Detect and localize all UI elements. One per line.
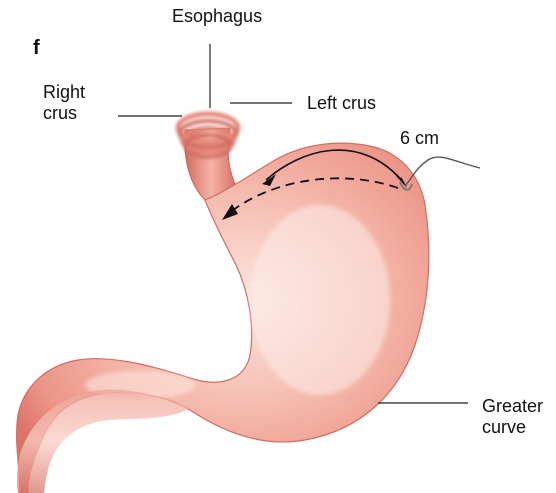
right-crus-label: Right crus	[43, 82, 85, 124]
left-crus-label: Left crus	[307, 93, 376, 114]
panel-letter: f	[33, 37, 40, 60]
esophagus-label: Esophagus	[172, 6, 262, 27]
greater-curve-label-line1: Greater	[482, 396, 543, 417]
right-crus-label-line1: Right	[43, 82, 85, 103]
crus-rings	[178, 114, 238, 157]
right-crus-label-line2: crus	[43, 103, 85, 124]
greater-curve-label: Greater curve	[482, 396, 543, 438]
greater-curve-label-line2: curve	[482, 417, 543, 438]
measurement-label: 6 cm	[400, 128, 439, 149]
stomach-highlight	[250, 205, 390, 395]
